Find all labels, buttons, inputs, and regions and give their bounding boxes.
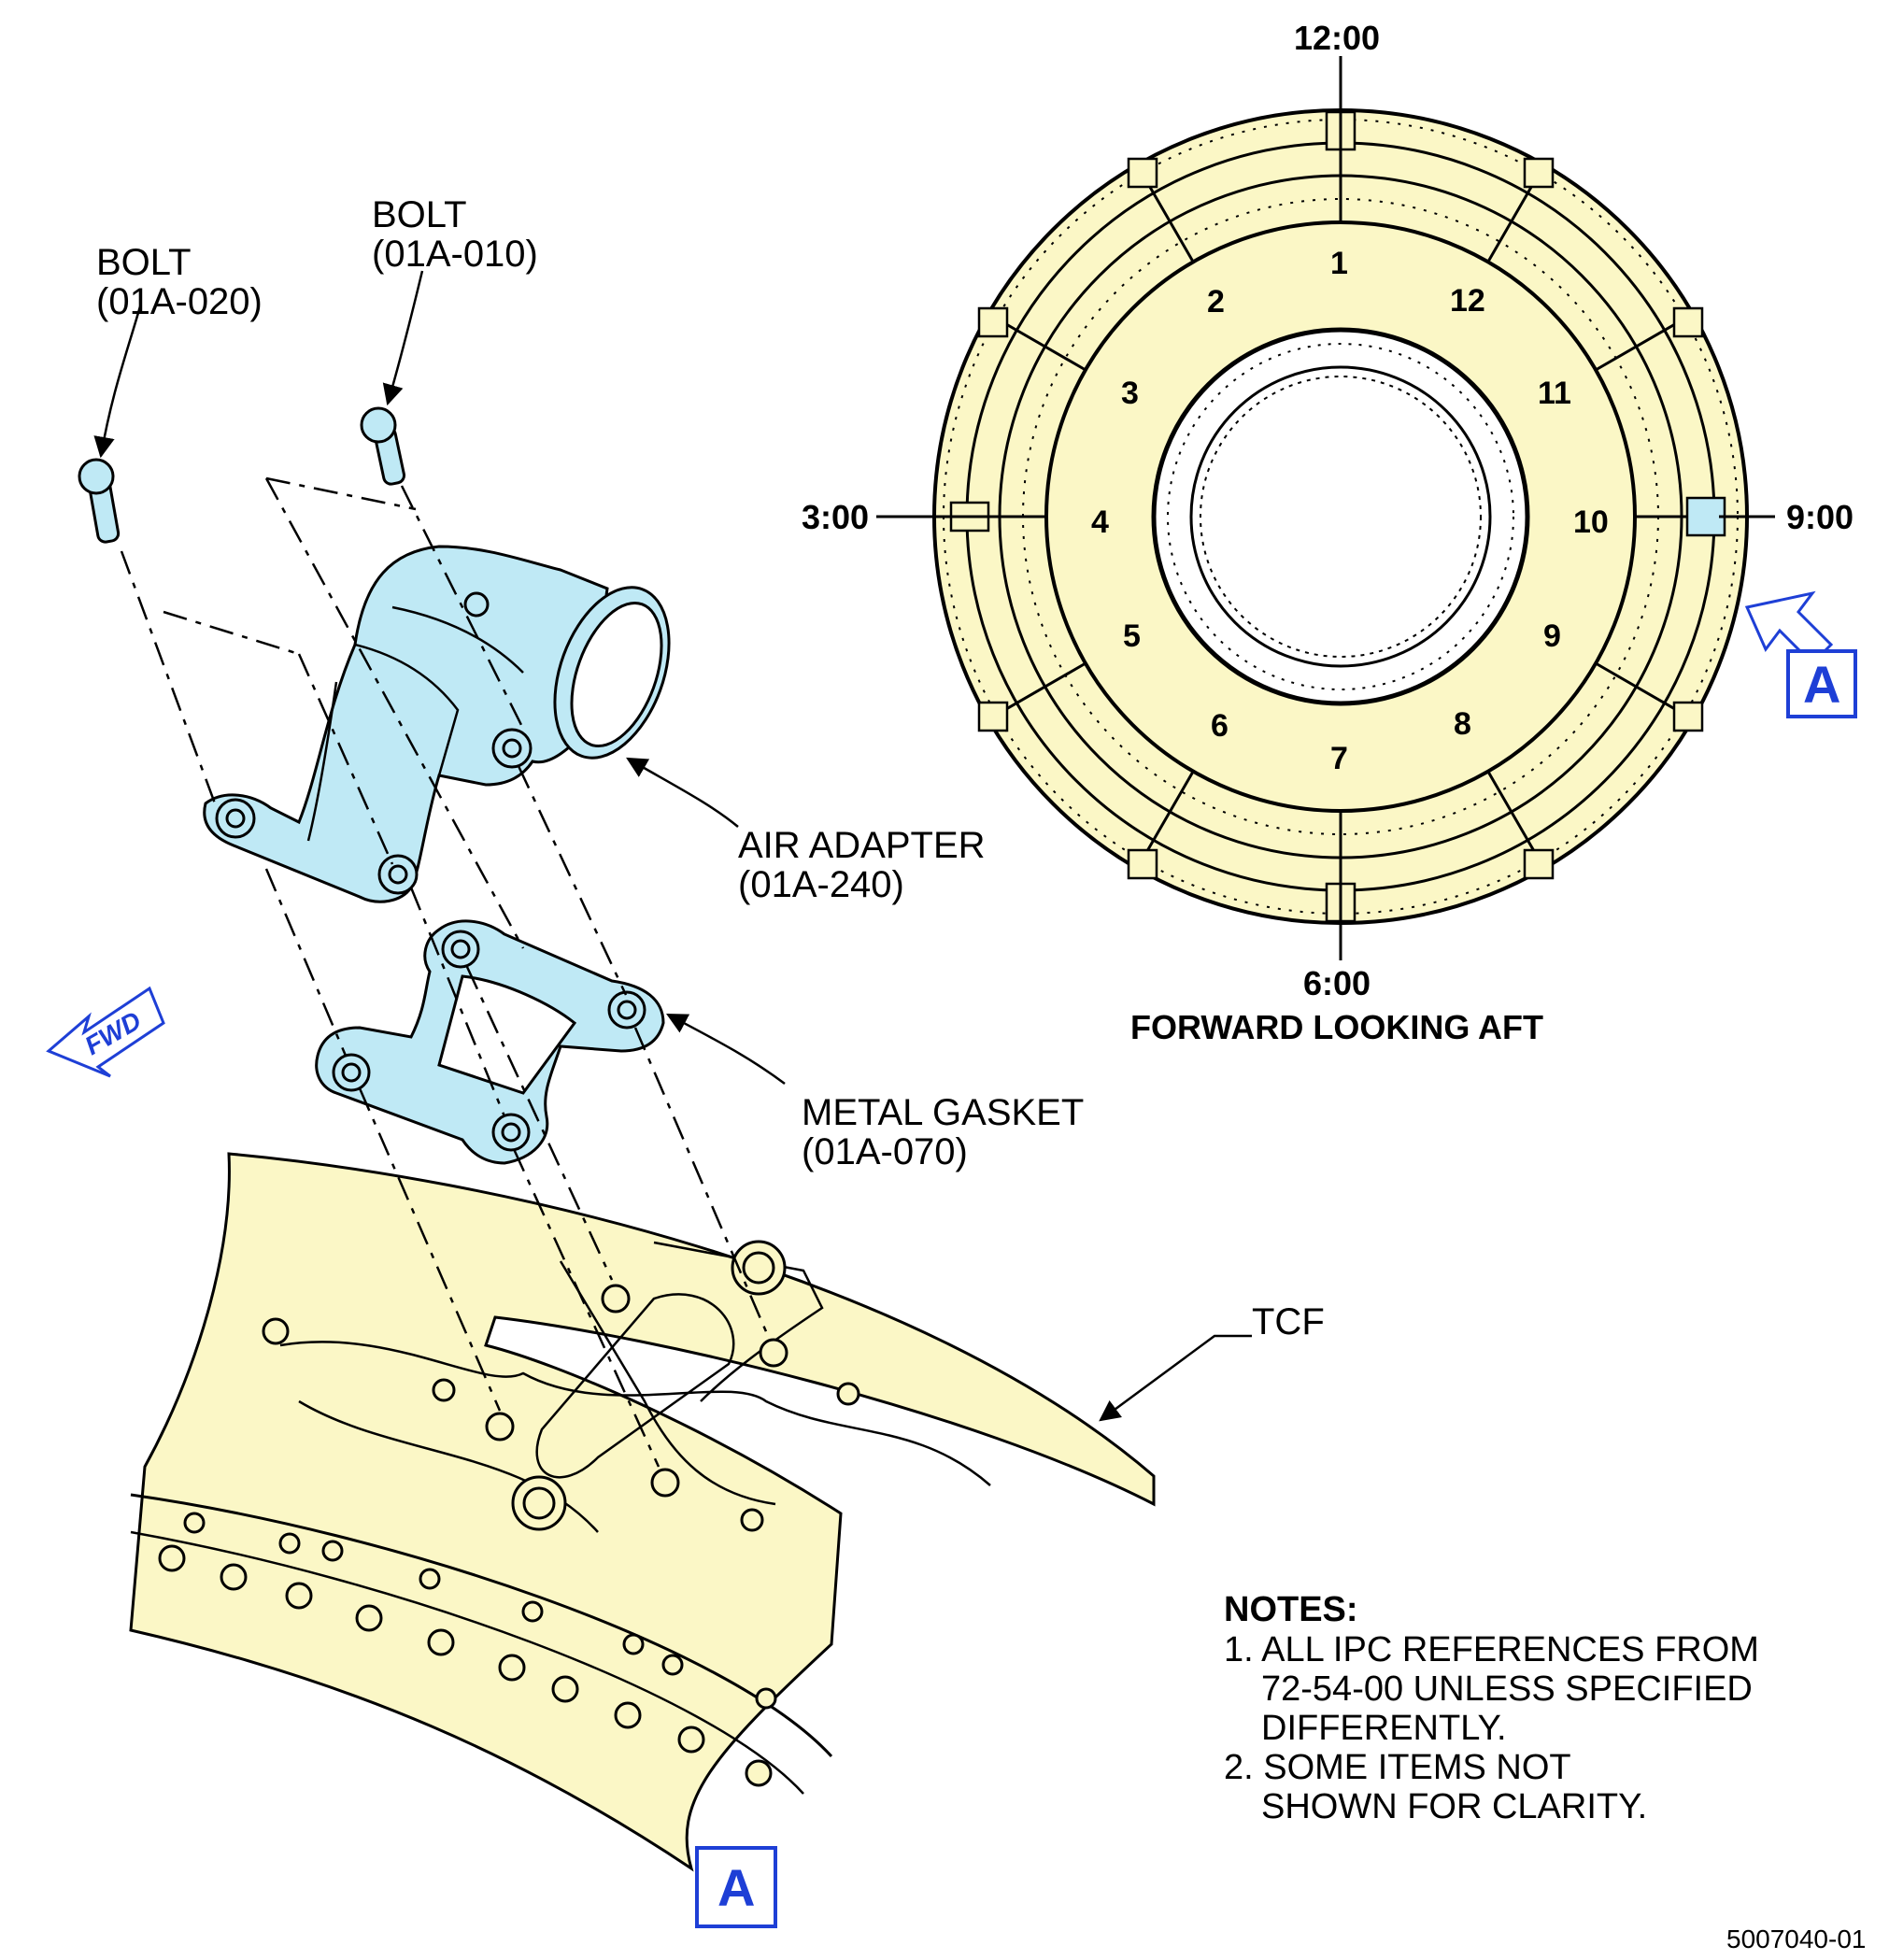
gasket-name: METAL GASKET bbox=[802, 1092, 1084, 1133]
metal-gasket bbox=[315, 919, 665, 1165]
view-marker-right: A bbox=[1786, 649, 1857, 718]
gasket-ref: (01A-070) bbox=[802, 1131, 968, 1172]
pos-9: 9 bbox=[1543, 618, 1561, 654]
clock-top: 12:00 bbox=[1294, 19, 1380, 57]
clock-right: 9:00 bbox=[1786, 498, 1853, 536]
pos-3: 3 bbox=[1121, 376, 1139, 411]
bolt-01a-020 bbox=[78, 458, 121, 544]
ring-caption: FORWARD LOOKING AFT bbox=[1130, 1008, 1543, 1046]
view-marker-bottom: A bbox=[695, 1846, 777, 1928]
callout-leaders bbox=[93, 270, 1252, 1422]
pos-1: 1 bbox=[1330, 246, 1348, 281]
clock-left: 3:00 bbox=[802, 498, 869, 536]
pos-8: 8 bbox=[1454, 706, 1471, 742]
view-marker-right-label: A bbox=[1803, 655, 1840, 714]
note-1-line-3: DIFFERENTLY. bbox=[1261, 1709, 1507, 1748]
notes: NOTES: 1. ALL IPC REFERENCES FROM 72-54-… bbox=[1224, 1590, 1759, 1826]
clock-bottom: 6:00 bbox=[1303, 964, 1371, 1002]
pos-7: 7 bbox=[1330, 741, 1348, 776]
bolt-01a-010 bbox=[360, 406, 406, 486]
air-adapter-ref: (01A-240) bbox=[738, 864, 904, 905]
pos-10: 10 bbox=[1573, 504, 1609, 540]
fwd-arrow: FWD bbox=[46, 986, 165, 1078]
notes-heading: NOTES: bbox=[1224, 1590, 1358, 1629]
note-2-line-1: 2. SOME ITEMS NOT bbox=[1224, 1748, 1571, 1787]
clock-lines bbox=[876, 56, 1775, 960]
pos-4: 4 bbox=[1091, 504, 1109, 540]
air-adapter-name: AIR ADAPTER bbox=[738, 825, 986, 866]
pos-2: 2 bbox=[1207, 284, 1225, 320]
pos-6: 6 bbox=[1211, 708, 1229, 744]
note-1-line-1: 1. ALL IPC REFERENCES FROM bbox=[1224, 1630, 1759, 1669]
air-adapter bbox=[203, 545, 671, 903]
bolt-b-ref: (01A-010) bbox=[372, 234, 538, 275]
pos-12: 12 bbox=[1450, 283, 1485, 319]
figure-number: 5007040-01 bbox=[1726, 1924, 1866, 1953]
tcf-label: TCF bbox=[1252, 1301, 1325, 1342]
note-1-line-2: 72-54-00 UNLESS SPECIFIED bbox=[1261, 1669, 1753, 1709]
bolt-a-ref: (01A-020) bbox=[96, 281, 263, 322]
ring-view bbox=[932, 108, 1749, 925]
bolt-a-name: BOLT bbox=[96, 242, 192, 283]
view-marker-bottom-label: A bbox=[717, 1858, 755, 1917]
bolt-b-name: BOLT bbox=[372, 194, 467, 235]
tcf-frame bbox=[129, 1152, 1156, 1872]
pos-11: 11 bbox=[1538, 376, 1571, 411]
alignment-lines bbox=[120, 476, 770, 1468]
pos-5: 5 bbox=[1123, 618, 1141, 654]
note-2-line-2: SHOWN FOR CLARITY. bbox=[1261, 1787, 1647, 1826]
